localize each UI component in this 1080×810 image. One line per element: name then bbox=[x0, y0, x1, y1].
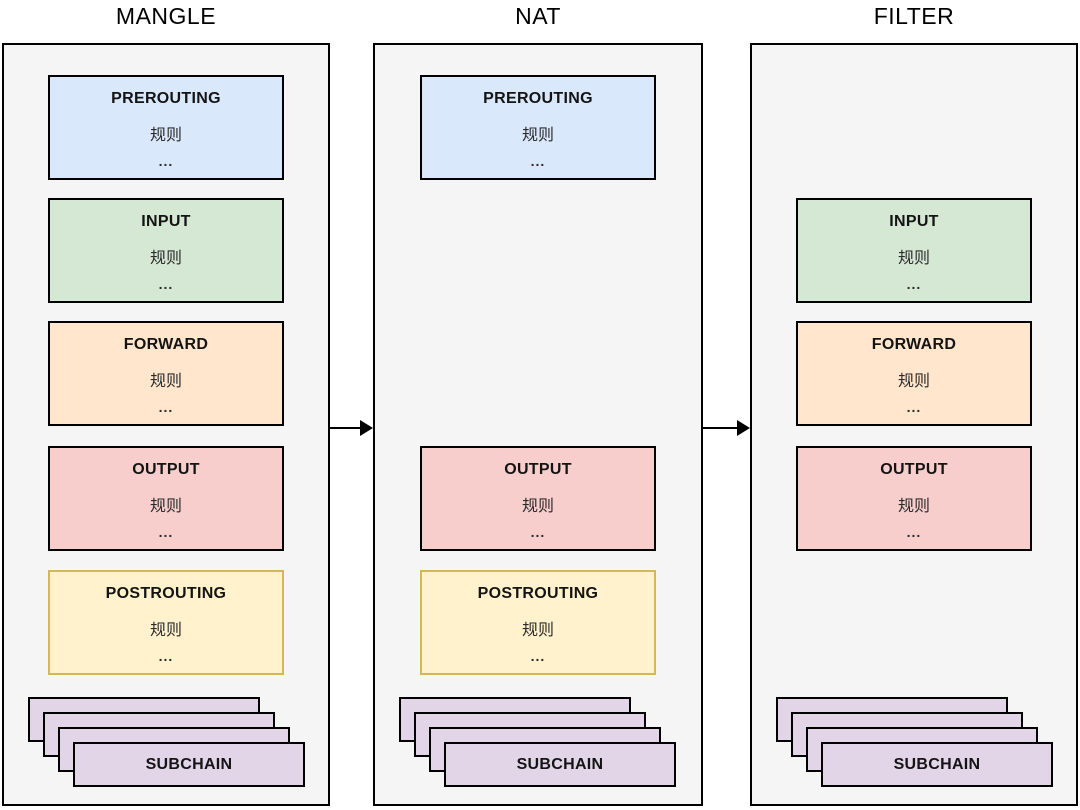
chain-more-label: ... bbox=[158, 153, 174, 170]
chain-rules-label: 规则 bbox=[897, 249, 930, 267]
chain-postrouting-box: POSTROUTING 规则... bbox=[48, 570, 284, 675]
chain-name-label: POSTROUTING bbox=[105, 584, 227, 602]
chain-output-box: OUTPUT 规则... bbox=[796, 446, 1032, 551]
subchain-card-front: SUBCHAIN bbox=[73, 742, 305, 787]
chain-prerouting-box: PREROUTING 规则... bbox=[48, 75, 284, 180]
chain-more-label: ... bbox=[530, 648, 546, 665]
chain-more-label: ... bbox=[906, 276, 922, 293]
table-title-mangle: MANGLE bbox=[115, 3, 217, 29]
table-title-filter: FILTER bbox=[873, 3, 955, 29]
subchain-card-front: SUBCHAIN bbox=[444, 742, 676, 787]
chain-more-label: ... bbox=[906, 524, 922, 541]
chain-more-label: ... bbox=[530, 524, 546, 541]
chain-name-label: POSTROUTING bbox=[477, 584, 599, 602]
chain-name-label: OUTPUT bbox=[132, 460, 200, 478]
chain-rules-label: 规则 bbox=[897, 497, 930, 515]
chain-rules-label: 规则 bbox=[149, 372, 182, 390]
subchain-label: SUBCHAIN bbox=[893, 755, 981, 773]
flow-arrow-mangle-to-nat bbox=[330, 419, 373, 437]
chain-name-label: FORWARD bbox=[123, 335, 209, 353]
arrow-shaft bbox=[330, 427, 361, 429]
table-panel-filter: INPUT 规则... FORWARD 规则... OUTPUT 规则... SUBCHA… bbox=[750, 43, 1078, 806]
chain-input-box: INPUT 规则... bbox=[796, 198, 1032, 303]
subchain-label: SUBCHAIN bbox=[145, 755, 233, 773]
chain-rules-label: 规则 bbox=[149, 621, 182, 639]
chain-rules-label: 规则 bbox=[149, 249, 182, 267]
chain-more-label: ... bbox=[530, 153, 546, 170]
chain-name-label: OUTPUT bbox=[504, 460, 572, 478]
chain-name-label: FORWARD bbox=[871, 335, 957, 353]
chain-forward-box: FORWARD 规则... bbox=[48, 321, 284, 426]
subchain-card-front: SUBCHAIN bbox=[821, 742, 1053, 787]
chain-more-label: ... bbox=[158, 648, 174, 665]
chain-more-label: ... bbox=[158, 276, 174, 293]
table-title-nat: NAT bbox=[515, 3, 561, 29]
chain-more-label: ... bbox=[158, 399, 174, 416]
chain-rules-label: 规则 bbox=[521, 497, 554, 515]
chain-name-label: PREROUTING bbox=[111, 89, 221, 107]
chain-output-box: OUTPUT 规则... bbox=[48, 446, 284, 551]
chain-forward-box: FORWARD 规则... bbox=[796, 321, 1032, 426]
chain-more-label: ... bbox=[158, 524, 174, 541]
chain-rules-label: 规则 bbox=[149, 497, 182, 515]
chain-output-box: OUTPUT 规则... bbox=[420, 446, 656, 551]
chain-rules-label: 规则 bbox=[521, 126, 554, 144]
chain-rules-label: 规则 bbox=[149, 126, 182, 144]
flow-arrow-nat-to-filter bbox=[703, 419, 750, 437]
chain-name-label: INPUT bbox=[889, 212, 939, 230]
chain-rules-label: 规则 bbox=[521, 621, 554, 639]
chain-postrouting-box: POSTROUTING 规则... bbox=[420, 570, 656, 675]
arrow-shaft bbox=[703, 427, 738, 429]
chain-more-label: ... bbox=[906, 399, 922, 416]
subchain-label: SUBCHAIN bbox=[516, 755, 604, 773]
arrow-head-icon bbox=[737, 420, 750, 436]
chain-prerouting-box: PREROUTING 规则... bbox=[420, 75, 656, 180]
chain-input-box: INPUT 规则... bbox=[48, 198, 284, 303]
chain-name-label: OUTPUT bbox=[880, 460, 948, 478]
arrow-head-icon bbox=[360, 420, 373, 436]
chain-name-label: INPUT bbox=[141, 212, 191, 230]
chain-rules-label: 规则 bbox=[897, 372, 930, 390]
table-panel-nat: PREROUTING 规则... OUTPUT 规则... POSTROUTING 规则.… bbox=[373, 43, 703, 806]
chain-name-label: PREROUTING bbox=[483, 89, 593, 107]
